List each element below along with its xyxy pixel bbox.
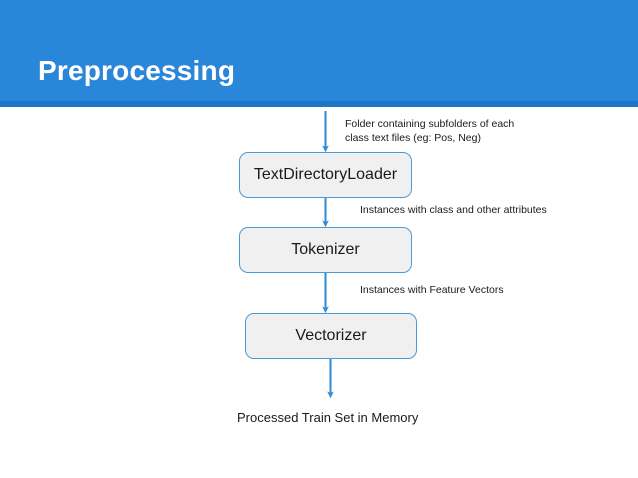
flowchart-outcome-label: Processed Train Set in Memory: [237, 410, 419, 425]
page-title: Preprocessing: [38, 55, 236, 86]
flowchart-node-label: TextDirectoryLoader: [253, 166, 398, 183]
edge-label-instances-with-class: Instances with class and other attribute…: [360, 204, 547, 216]
flowchart-node-text-directory-loader[interactable]: TextDirectoryLoader: [239, 152, 412, 198]
flowchart-node-label: Tokenizer: [291, 241, 360, 258]
edge-label-instances-with-feature-vectors: Instances with Feature Vectors: [360, 284, 504, 296]
flowchart-node-label: Vectorizer: [295, 327, 367, 344]
flowchart-node-tokenizer[interactable]: Tokenizer: [239, 227, 412, 273]
flowchart-node-vectorizer[interactable]: Vectorizer: [245, 313, 417, 359]
flowchart-arrows: [322, 111, 334, 399]
edge-label-input-description: Folder containing subfolders of each cla…: [345, 118, 515, 144]
slide-header-banner: [0, 0, 638, 101]
slide-header-divider: [0, 101, 638, 107]
preprocessing-flowchart: TextDirectoryLoader Tokenizer Vectorizer…: [0, 107, 638, 478]
